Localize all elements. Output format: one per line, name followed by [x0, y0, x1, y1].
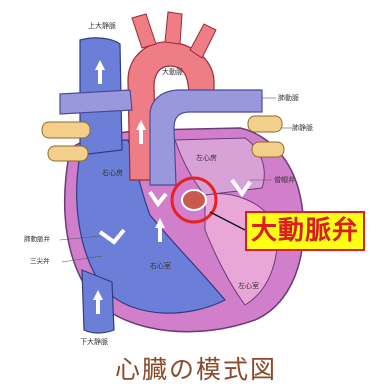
label-right-ventricle: 右心室 — [150, 261, 171, 270]
aorta-branch-3 — [190, 24, 216, 58]
aorta-branch-2 — [165, 12, 182, 44]
aorta-branch-1 — [132, 14, 156, 48]
label-superior-vena-cava: 上大静脈 — [88, 21, 116, 30]
arrow-svc-stem — [98, 70, 102, 84]
pulmonary-artery-left — [60, 90, 132, 114]
label-right-atrium: 右心房 — [102, 168, 123, 177]
label-left-ventricle: 左心室 — [238, 281, 259, 290]
arrow-ventricle-stem — [158, 228, 162, 242]
label-inferior-vena-cava: 下大静脈 — [80, 337, 108, 346]
aortic-valve-callout: 大動脈弁 — [245, 211, 365, 251]
label-pulmonary-artery: 肺動脈 — [278, 93, 299, 102]
label-mitral-valve: 僧帽弁 — [274, 175, 295, 184]
label-tricuspid-valve: 三尖弁 — [30, 256, 50, 265]
aortic-valve — [182, 190, 206, 210]
label-pulmonary-vein: 肺静脈 — [292, 123, 313, 132]
pulmonary-vein-left-upper — [42, 122, 90, 138]
pulmonary-vein-right-lower — [252, 142, 284, 157]
pulmonary-vein-left-lower — [48, 146, 88, 161]
pulmonary-vein-right-upper — [248, 116, 282, 132]
arrow-ivc-stem — [96, 300, 100, 314]
label-aorta: 大動脈 — [162, 67, 183, 76]
label-left-atrium: 左心房 — [196, 153, 217, 162]
arrow-aorta-stem — [139, 130, 143, 144]
diagram-caption: 心臓の模式図 — [0, 350, 392, 386]
label-pulmonary-valve: 肺動脈弁 — [24, 234, 51, 243]
